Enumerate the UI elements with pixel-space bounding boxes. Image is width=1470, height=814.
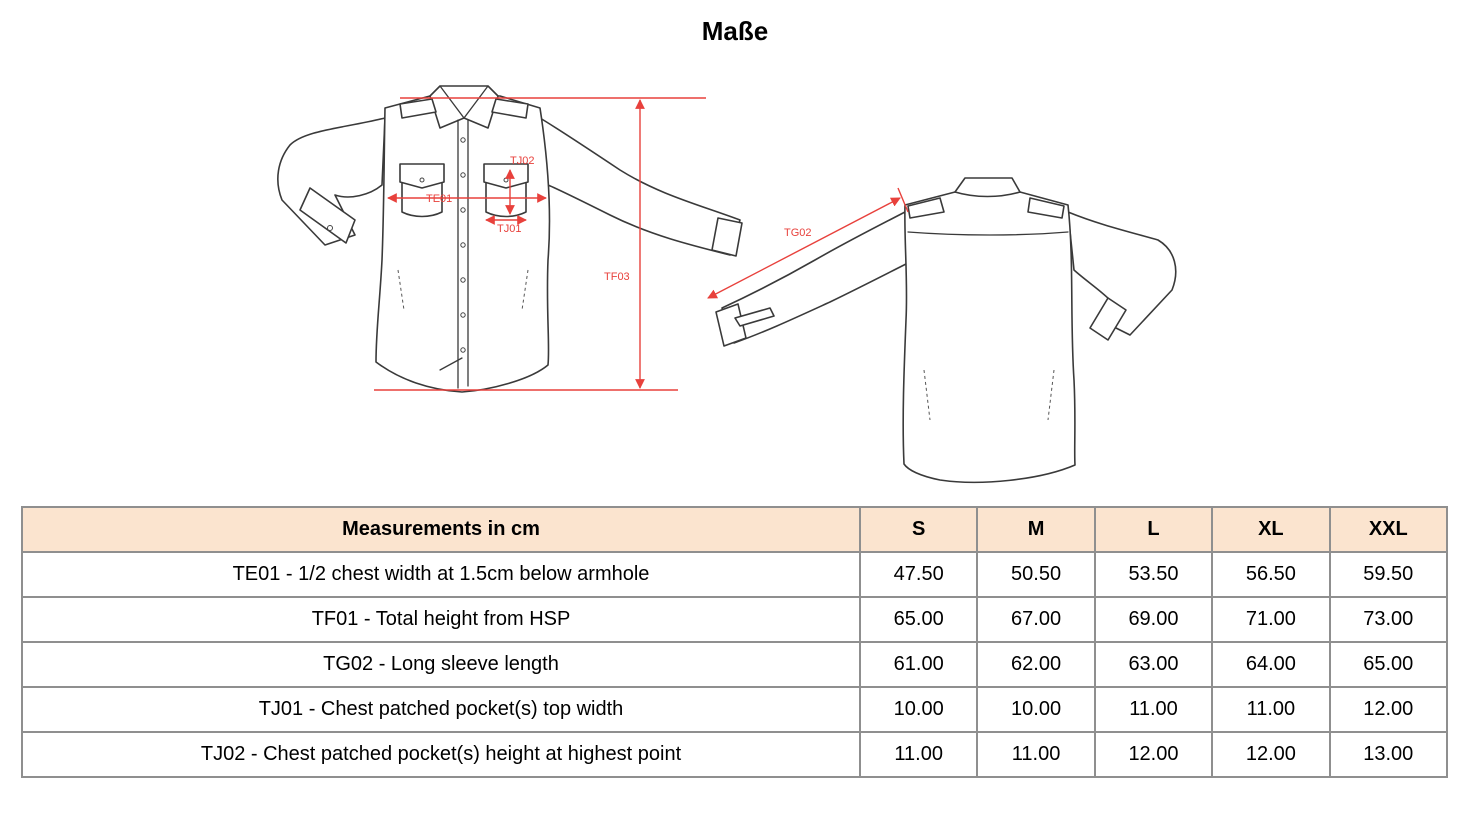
back-left-cuff bbox=[715, 303, 747, 347]
back-measurements: TG02 bbox=[707, 187, 909, 299]
page-title: Maße bbox=[701, 16, 769, 46]
cell-value: 53.50 bbox=[1093, 551, 1214, 598]
shirt-drawing: TE01 TF03 TJ02 TJ01 TG02 bbox=[277, 85, 1177, 484]
table-row: TG02 - Long sleeve length 61.00 62.00 63… bbox=[21, 641, 1449, 688]
cell-value: 65.00 bbox=[858, 596, 979, 643]
front-left-epaulette bbox=[399, 98, 437, 119]
size-measurement-table: Measurements in cm S M L XL XXL TE01 - 1… bbox=[21, 506, 1449, 778]
tg02-arrow bbox=[707, 197, 901, 299]
header-size-l: L bbox=[1093, 506, 1214, 553]
cell-value: 10.00 bbox=[858, 686, 979, 733]
cell-value: 71.00 bbox=[1211, 596, 1331, 643]
tj02-label: TJ02 bbox=[510, 155, 534, 167]
tg02-label: TG02 bbox=[784, 227, 812, 239]
cell-value: 61.00 bbox=[858, 641, 979, 688]
row-label: TF01 - Total height from HSP bbox=[21, 596, 861, 643]
front-left-cuff bbox=[299, 187, 356, 244]
cell-value: 11.00 bbox=[976, 731, 1096, 778]
cell-value: 73.00 bbox=[1328, 596, 1449, 643]
cell-value: 11.00 bbox=[1093, 686, 1214, 733]
front-right-pocket bbox=[483, 163, 529, 218]
row-label: TJ02 - Chest patched pocket(s) height at… bbox=[21, 731, 861, 778]
cell-value: 62.00 bbox=[976, 641, 1096, 688]
cell-value: 59.50 bbox=[1328, 551, 1449, 598]
header-size-xl: XL bbox=[1211, 506, 1331, 553]
row-label: TJ01 - Chest patched pocket(s) top width bbox=[21, 686, 861, 733]
front-right-cuff bbox=[711, 217, 743, 257]
table-row: TJ01 - Chest patched pocket(s) top width… bbox=[21, 686, 1449, 733]
cell-value: 64.00 bbox=[1211, 641, 1331, 688]
tf03-label: TF03 bbox=[604, 271, 630, 283]
shirt-measurement-diagram: TE01 TF03 TJ02 TJ01 TG02 bbox=[260, 70, 1220, 500]
cell-value: 10.00 bbox=[976, 686, 1096, 733]
table-row: TE01 - 1/2 chest width at 1.5cm below ar… bbox=[21, 551, 1449, 598]
cell-value: 47.50 bbox=[858, 551, 979, 598]
cell-value: 12.00 bbox=[1211, 731, 1331, 778]
cell-value: 12.00 bbox=[1093, 731, 1214, 778]
back-shirt-illustration bbox=[715, 177, 1177, 484]
back-left-epaulette bbox=[907, 197, 945, 219]
cell-value: 12.00 bbox=[1328, 686, 1449, 733]
header-size-xxl: XXL bbox=[1328, 506, 1449, 553]
te01-label: TE01 bbox=[426, 193, 452, 205]
back-right-sleeve bbox=[1067, 211, 1177, 336]
cell-value: 67.00 bbox=[976, 596, 1096, 643]
cell-value: 13.00 bbox=[1328, 731, 1449, 778]
cell-value: 63.00 bbox=[1093, 641, 1214, 688]
tg02-top-tick bbox=[897, 187, 909, 213]
cell-value: 11.00 bbox=[1211, 686, 1331, 733]
table-row: TF01 - Total height from HSP 65.00 67.00… bbox=[21, 596, 1449, 643]
cell-value: 65.00 bbox=[1328, 641, 1449, 688]
row-label: TE01 - 1/2 chest width at 1.5cm below ar… bbox=[21, 551, 861, 598]
back-right-epaulette bbox=[1027, 197, 1065, 219]
front-placket-buttons bbox=[460, 137, 466, 353]
cell-value: 69.00 bbox=[1093, 596, 1214, 643]
cell-value: 56.50 bbox=[1211, 551, 1331, 598]
cell-value: 11.00 bbox=[858, 731, 979, 778]
back-collar bbox=[954, 177, 1021, 198]
front-left-pocket bbox=[399, 163, 445, 218]
table-row: TJ02 - Chest patched pocket(s) height at… bbox=[21, 731, 1449, 778]
front-shirt-illustration bbox=[277, 85, 743, 393]
header-measurements: Measurements in cm bbox=[21, 506, 861, 553]
back-right-cuff bbox=[1089, 297, 1127, 341]
row-label: TG02 - Long sleeve length bbox=[21, 641, 861, 688]
header-size-m: M bbox=[976, 506, 1096, 553]
tj01-label: TJ01 bbox=[497, 223, 521, 235]
front-measurements: TE01 TF03 TJ02 TJ01 bbox=[374, 97, 706, 391]
cell-value: 50.50 bbox=[976, 551, 1096, 598]
back-body bbox=[902, 191, 1076, 484]
header-size-s: S bbox=[858, 506, 979, 553]
table-header-row: Measurements in cm S M L XL XXL bbox=[21, 506, 1449, 553]
front-right-epaulette bbox=[491, 98, 529, 119]
